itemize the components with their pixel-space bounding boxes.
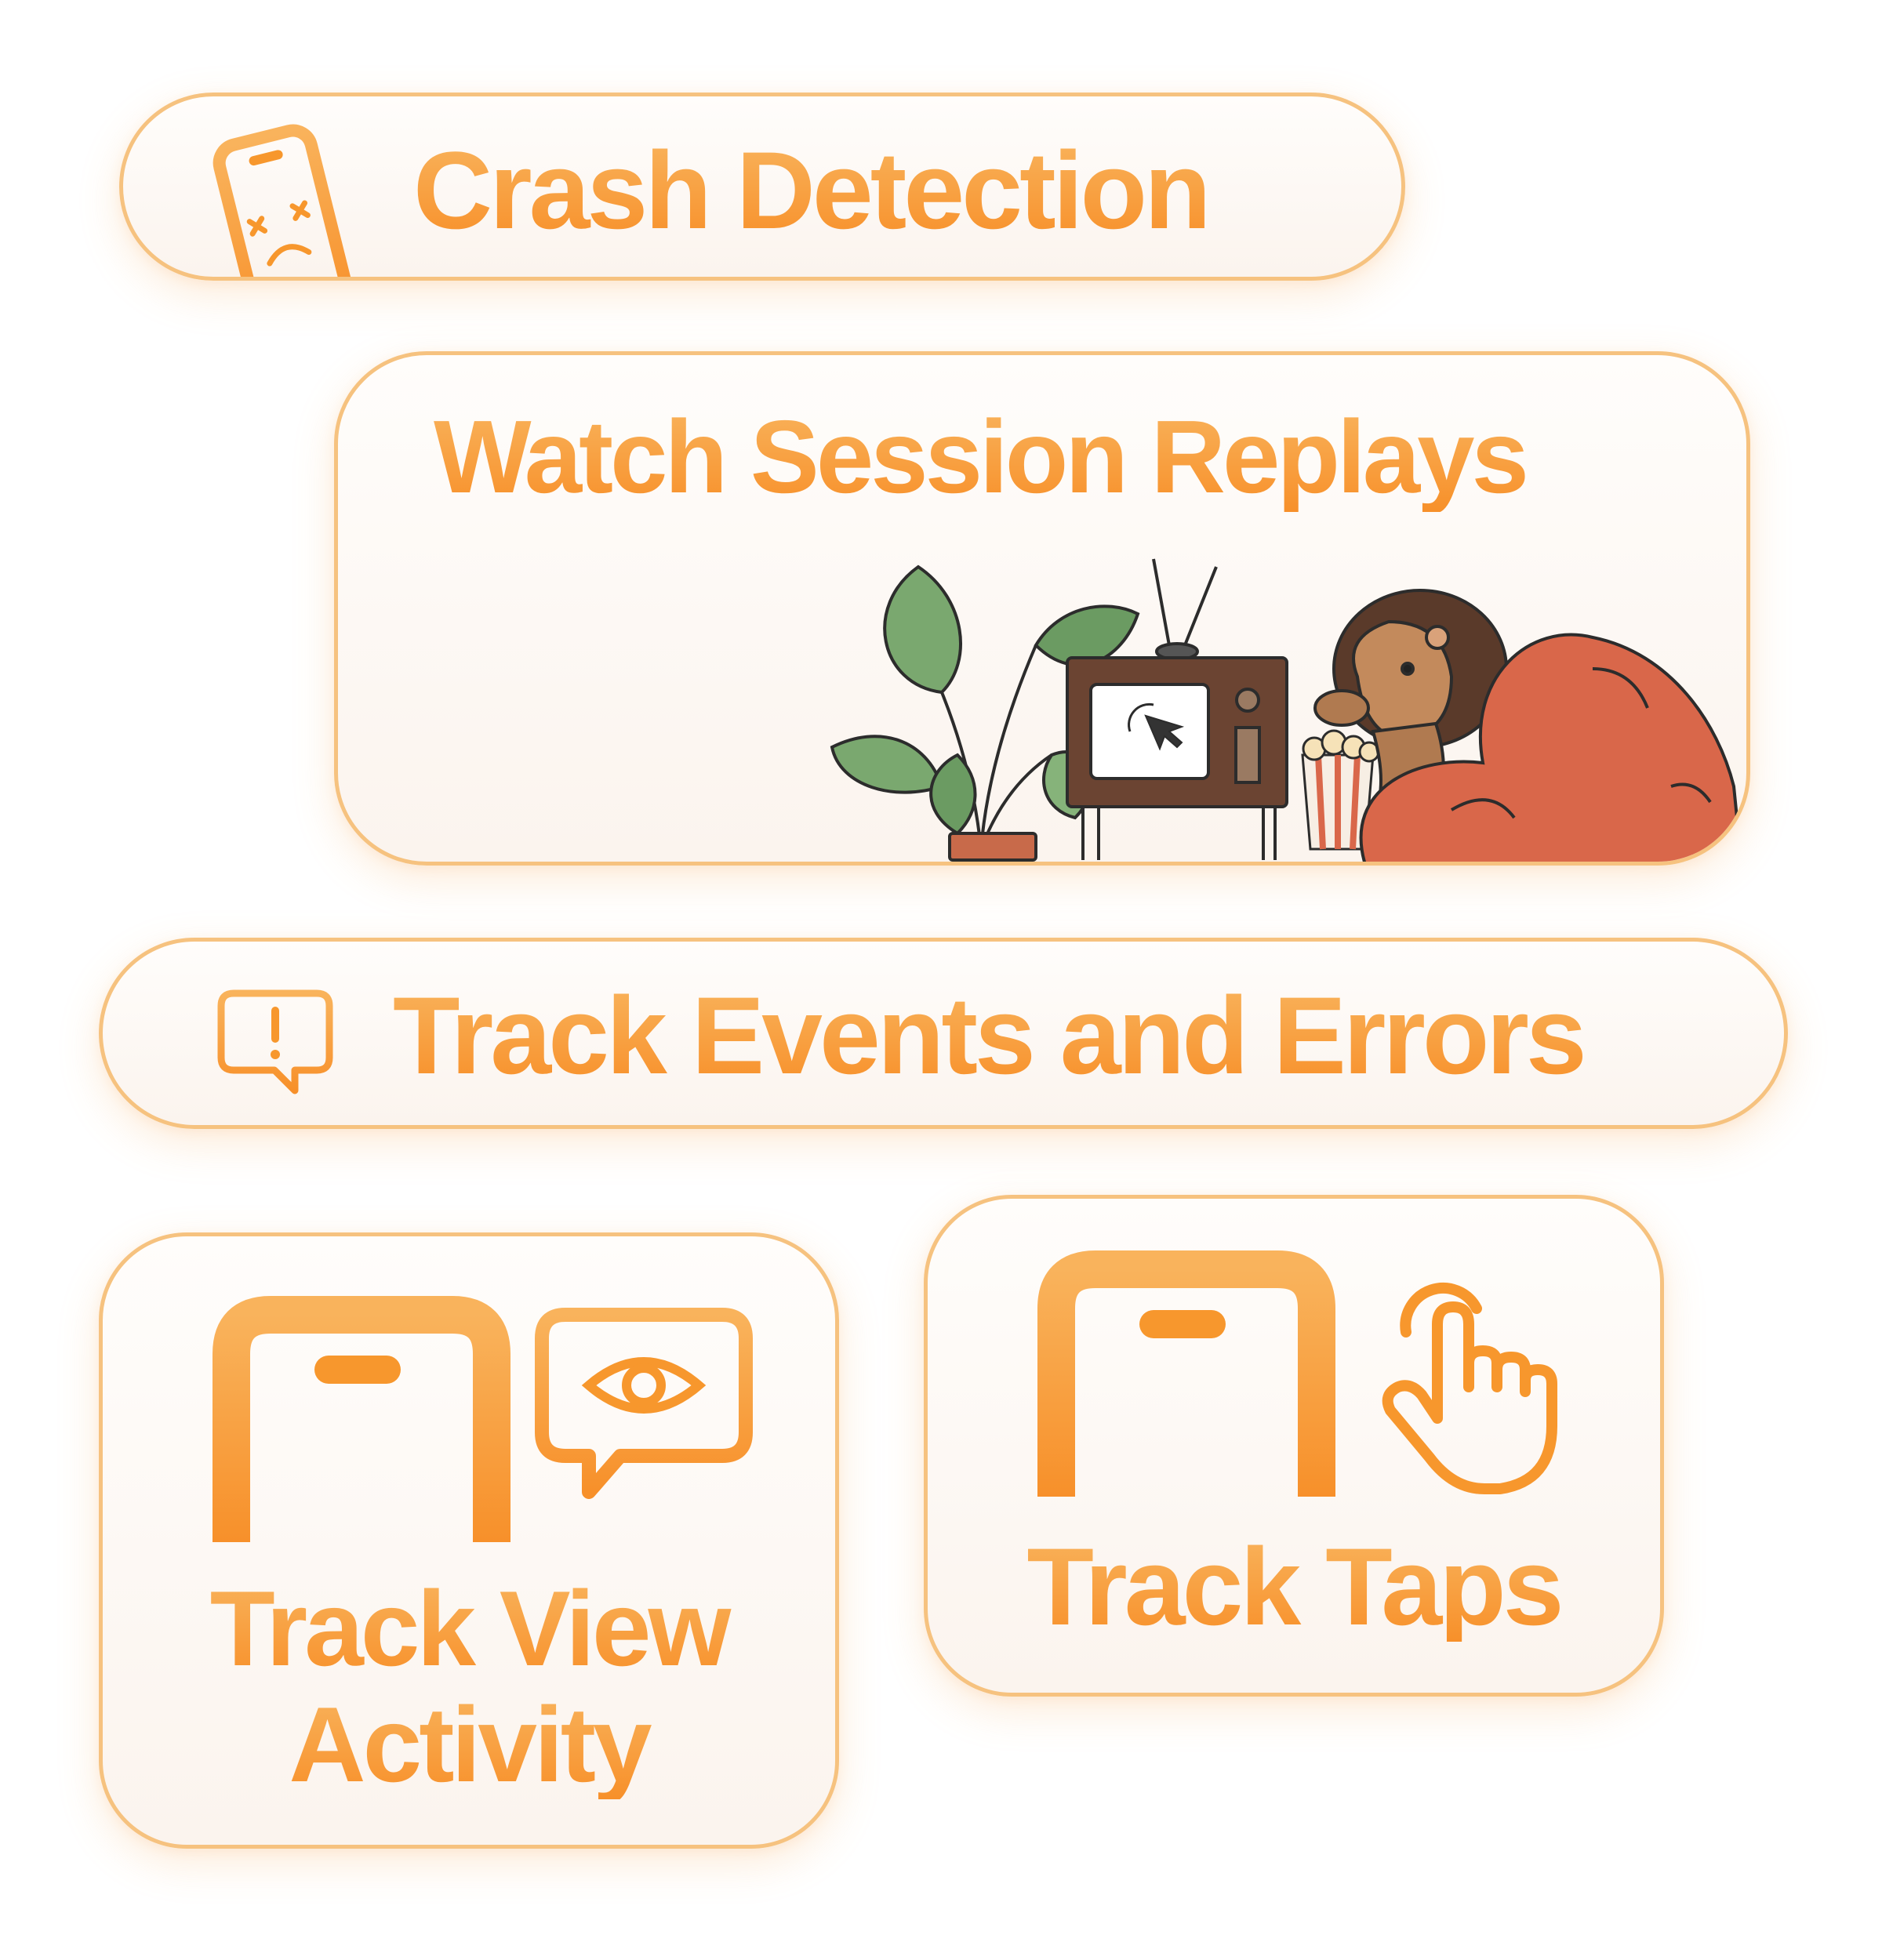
session-replays-label: Watch Session Replays <box>434 399 1529 514</box>
crashed-phone-icon <box>213 124 354 277</box>
track-events-label: Track Events and Errors <box>393 974 1587 1097</box>
track-view-activity-label-line1: Track View <box>103 1573 835 1683</box>
track-taps-label: Track Taps <box>928 1532 1660 1642</box>
track-taps-card[interactable]: Track Taps <box>924 1195 1664 1697</box>
crash-detection-card[interactable]: Crash Detection <box>119 93 1405 281</box>
crash-detection-label: Crash Detection <box>413 129 1212 252</box>
eye-speech-bubble-icon <box>535 1308 753 1499</box>
track-events-card[interactable]: Track Events and Errors <box>99 938 1788 1129</box>
phone-outline-icon <box>213 1296 510 1542</box>
popcorn-bucket <box>1301 729 1380 851</box>
beanbag-chair <box>1359 633 1743 862</box>
alert-speech-bubble-icon <box>217 989 333 1094</box>
phone-outline-icon <box>1037 1250 1335 1497</box>
hedgehog-watching-tv-illustration <box>830 558 1743 862</box>
track-view-activity-card[interactable]: Track View Activity <box>99 1232 839 1849</box>
tapping-hand-icon <box>1382 1282 1557 1494</box>
session-replays-card[interactable]: Watch Session Replays <box>334 351 1750 866</box>
retro-tv <box>1066 558 1288 860</box>
track-view-activity-label-line2: Activity <box>103 1690 835 1799</box>
